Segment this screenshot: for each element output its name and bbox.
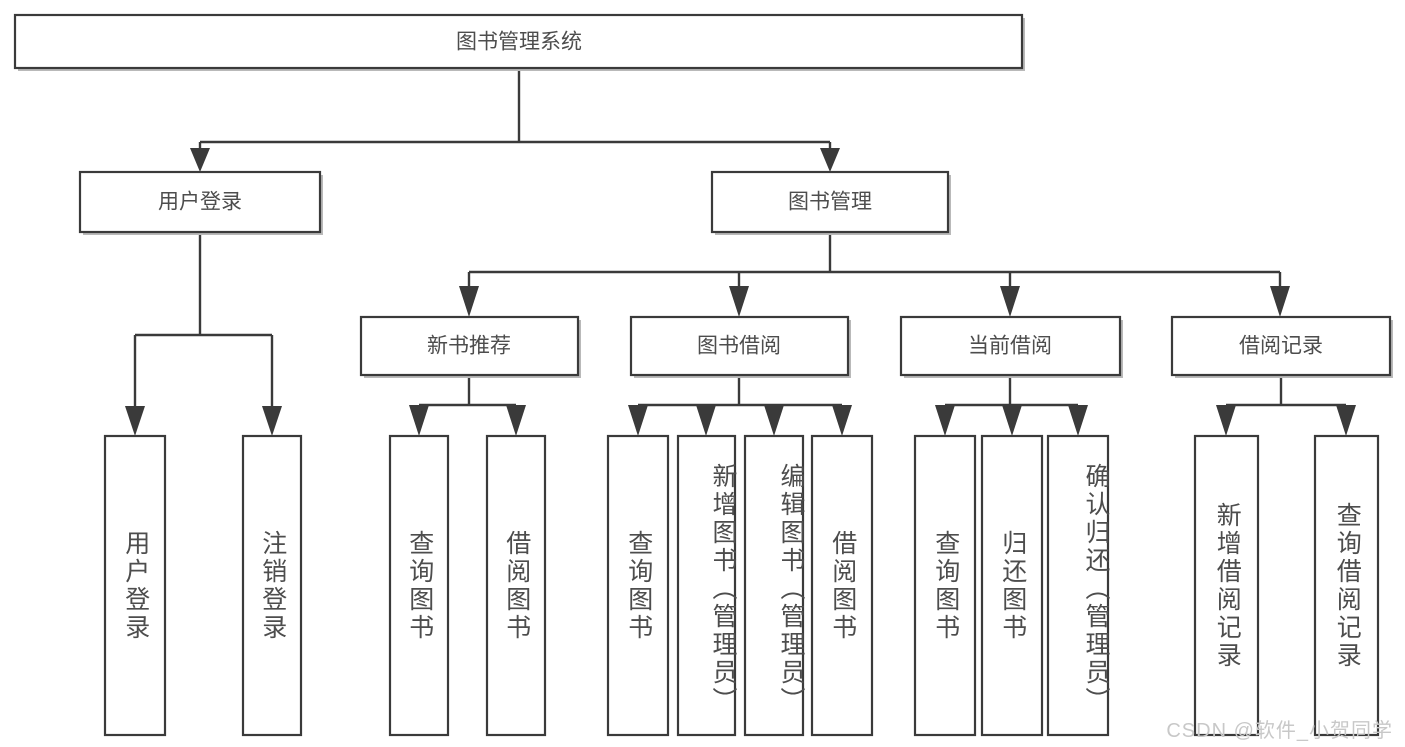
- connector-borrow-to-leaves: [628, 376, 852, 436]
- leaf-rect-borrow-book[interactable]: [810, 434, 874, 737]
- arrow-head-icon: [1216, 405, 1236, 436]
- node-layer: 图书管理系统 用户登录 图书管理 新书推荐: [13, 13, 1393, 737]
- leaf-rect-user-login[interactable]: [103, 434, 167, 737]
- leaf-node-rects: [103, 434, 1380, 737]
- node-root[interactable]: 图书管理系统: [13, 13, 1025, 71]
- arrow-head-icon: [190, 148, 210, 172]
- leaf-rect-edit-book[interactable]: [743, 434, 805, 737]
- arrow-head-icon: [832, 405, 852, 436]
- arrow-head-icon: [506, 405, 526, 436]
- leaf-rect-query-record[interactable]: [1313, 434, 1380, 737]
- node-user-login[interactable]: 用户登录: [78, 170, 323, 235]
- node-rect[interactable]: [78, 170, 322, 234]
- arrow-head-icon: [820, 148, 840, 172]
- node-rect[interactable]: [13, 13, 1024, 70]
- node-rect[interactable]: [710, 170, 950, 234]
- connector-layer: [125, 69, 1356, 436]
- connector-record-to-leaves: [1216, 376, 1356, 436]
- leaf-rect-query-book-rec[interactable]: [388, 434, 450, 737]
- node-label-new-book-recommend: 新书推荐: [427, 335, 511, 358]
- leaf-rect-return-book[interactable]: [980, 434, 1044, 737]
- leaf-rect-confirm-return[interactable]: [1046, 434, 1110, 737]
- connector-current-to-leaves: [935, 376, 1088, 436]
- leaf-rect-add-record[interactable]: [1193, 434, 1260, 737]
- arrow-head-icon: [459, 286, 479, 317]
- node-new-book-recommend[interactable]: 新书推荐: [359, 315, 581, 378]
- arrow-head-icon: [1270, 286, 1290, 317]
- arrow-head-icon: [125, 406, 145, 436]
- leaf-rect-add-book[interactable]: [676, 434, 737, 737]
- node-rect[interactable]: [899, 315, 1122, 377]
- node-label-current-borrow: 当前借阅: [968, 335, 1052, 358]
- node-borrow-record[interactable]: 借阅记录: [1170, 315, 1393, 378]
- arrow-head-icon: [1000, 286, 1020, 317]
- node-current-borrow[interactable]: 当前借阅: [899, 315, 1123, 378]
- node-label-user-login: 用户登录: [158, 191, 242, 214]
- arrow-head-icon: [729, 286, 749, 317]
- leaf-rect-query-book-borrow[interactable]: [606, 434, 670, 737]
- node-label-root: 图书管理系统: [456, 31, 582, 54]
- arrow-head-icon: [696, 405, 716, 436]
- arrow-head-icon: [409, 405, 429, 436]
- node-rect[interactable]: [1170, 315, 1392, 377]
- leaf-rect-query-book-current[interactable]: [913, 434, 977, 737]
- arrow-head-icon: [764, 405, 784, 436]
- node-book-borrow[interactable]: 图书借阅: [629, 315, 851, 378]
- node-label-borrow-record: 借阅记录: [1239, 335, 1323, 358]
- node-label-book-borrow: 图书借阅: [697, 335, 781, 358]
- node-rect[interactable]: [359, 315, 580, 377]
- leaf-rect-borrow-book-rec[interactable]: [485, 434, 547, 737]
- connector-root-to-level2: [190, 69, 840, 172]
- node-label-book-manage: 图书管理: [788, 191, 872, 214]
- arrow-head-icon: [628, 405, 648, 436]
- watermark: CSDN @软件_小贺同学: [1166, 720, 1393, 742]
- arrow-head-icon: [262, 406, 282, 436]
- leaf-rect-logout[interactable]: [241, 434, 303, 737]
- connector-bookmanage-to-level3: [459, 233, 1290, 317]
- node-rect[interactable]: [629, 315, 850, 377]
- node-book-manage[interactable]: 图书管理: [710, 170, 951, 235]
- arrow-head-icon: [1336, 405, 1356, 436]
- arrow-head-icon: [1002, 405, 1022, 436]
- arrow-head-icon: [1068, 405, 1088, 436]
- connector-recommend-to-leaves: [409, 376, 526, 436]
- connector-userlogin-to-leaves: [125, 233, 282, 436]
- arrow-head-icon: [935, 405, 955, 436]
